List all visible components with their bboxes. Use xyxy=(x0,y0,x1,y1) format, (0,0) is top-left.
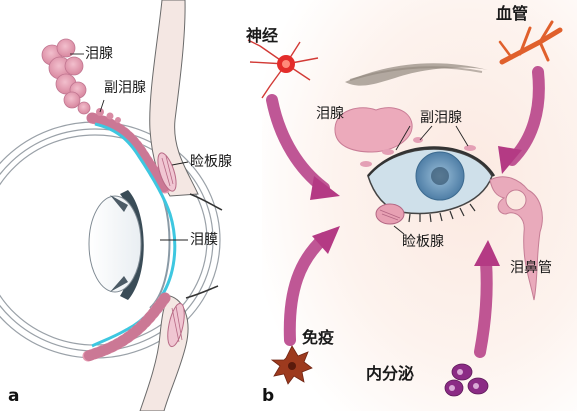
label-accessory-gland-b: 副泪腺 xyxy=(420,110,462,126)
upper-lid-b xyxy=(367,146,496,177)
meibomian-gland-lower xyxy=(167,302,185,348)
immune-cell xyxy=(270,345,313,385)
leader-lines-a xyxy=(70,53,189,241)
label-lacrimal-gland-b: 泪腺 xyxy=(316,106,344,122)
nasolacrimal-duct xyxy=(489,176,543,301)
meibomian-gland-b xyxy=(375,203,405,225)
label-meibomian-gland-b: 睑板腺 xyxy=(402,234,444,250)
meibomian-gland-upper xyxy=(157,152,177,192)
lacrimal-gland-b xyxy=(334,107,413,153)
pupil-b xyxy=(431,167,449,185)
eyebrow xyxy=(345,63,488,86)
blood-vessel xyxy=(498,20,563,65)
ciliary-body xyxy=(110,195,128,292)
lens xyxy=(88,195,142,293)
nerve-cell xyxy=(247,39,319,99)
iris xyxy=(120,190,144,300)
arrows xyxy=(266,66,545,358)
upper-eyelashes xyxy=(189,193,223,211)
label-meibomian-gland-a: 睑板腺 xyxy=(190,154,232,170)
label-endocrine: 内分泌 xyxy=(366,364,415,383)
leader-lines-b xyxy=(393,125,469,235)
tear-film-line xyxy=(91,122,177,348)
panel-b-letter: b xyxy=(262,386,275,406)
label-accessory-gland-a: 副泪腺 xyxy=(104,80,146,96)
lacrimal-gland-a xyxy=(41,38,91,115)
arrow-immune xyxy=(283,232,330,346)
panel-a-cross-section xyxy=(0,0,223,411)
upper-lid xyxy=(149,0,199,197)
label-tear-film: 泪膜 xyxy=(190,232,218,248)
accessory-gland-b xyxy=(360,137,476,167)
label-nasolacrimal-duct: 泪鼻管 xyxy=(510,260,552,276)
label-lacrimal-gland-a: 泪腺 xyxy=(85,46,113,62)
arrow-endocrine xyxy=(474,256,493,358)
label-nerve: 神经 xyxy=(246,26,279,45)
label-immune: 免疫 xyxy=(302,328,335,347)
lower-eyelashes xyxy=(185,285,219,299)
panel-a-letter: a xyxy=(8,386,20,406)
label-blood-vessel: 血管 xyxy=(496,4,529,23)
endocrine-cells xyxy=(444,363,489,397)
